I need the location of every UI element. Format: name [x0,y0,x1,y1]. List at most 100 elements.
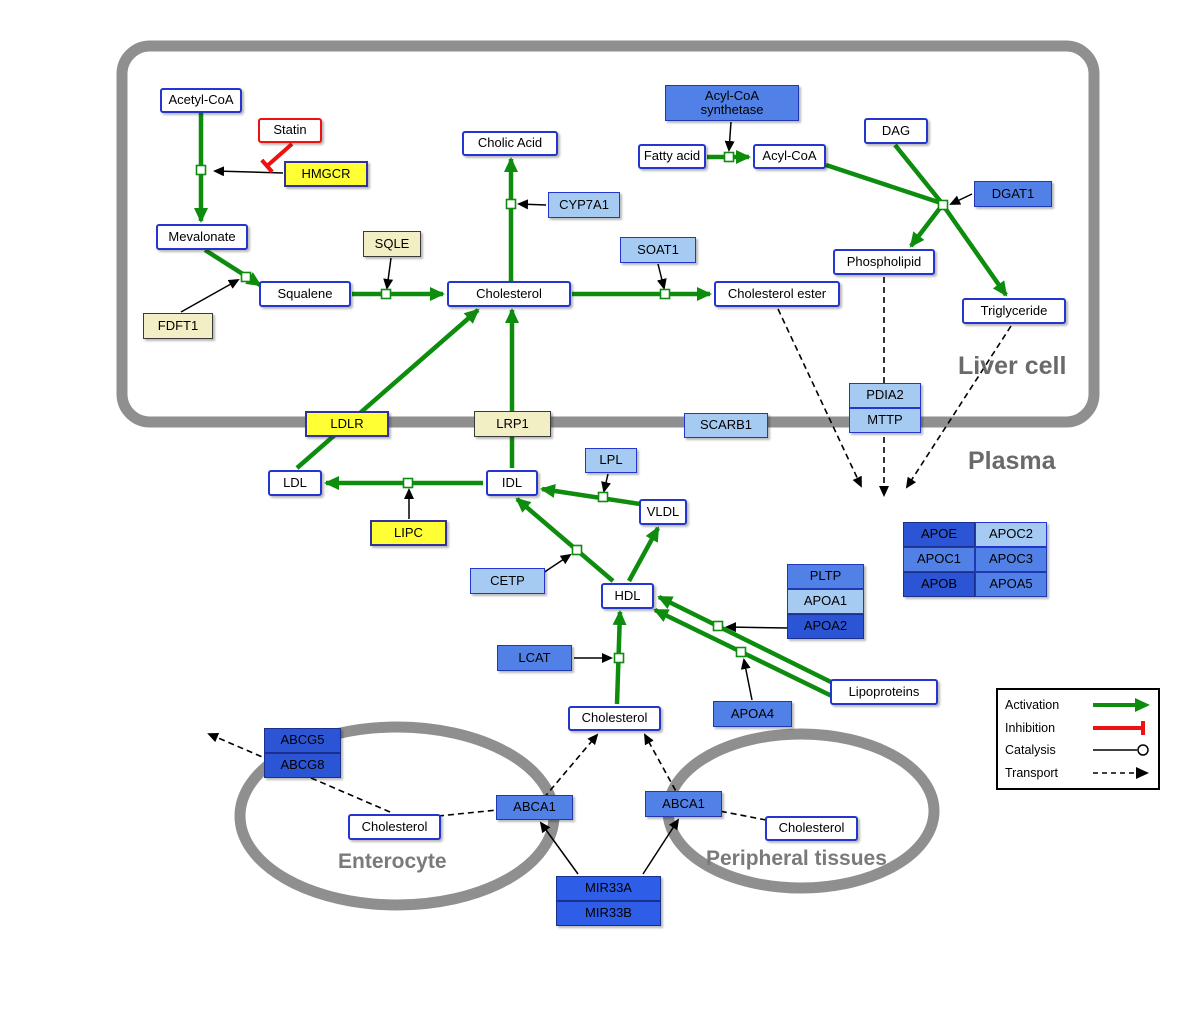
node-apoa5[interactable]: APOA5 [975,572,1047,597]
node-apob[interactable]: APOB [903,572,975,597]
node-vldl[interactable]: VLDL [639,499,687,525]
node-apoc2[interactable]: APOC2 [975,522,1047,547]
node-cholesterol-peripheral[interactable]: Cholesterol [765,816,858,841]
node-cholic-acid[interactable]: Cholic Acid [462,131,558,156]
node-cyp7a1[interactable]: CYP7A1 [548,192,620,218]
liver-cell-membrane [116,40,1100,428]
reaction-square [402,477,414,489]
node-acyl-coa[interactable]: Acyl-CoA [753,144,826,169]
edge-soat1-catalysis [656,263,667,290]
edge-acylcoa-synthetase-catalysis [724,121,735,152]
node-triglyceride[interactable]: Triglyceride [962,298,1066,324]
node-acyl-coa-synthetase[interactable]: Acyl-CoA synthetase [665,85,799,121]
node-hmgcr[interactable]: HMGCR [284,161,368,187]
edge-apoa-group-catalysis [725,622,790,633]
node-fatty-acid[interactable]: Fatty acid [638,144,706,169]
node-dgat1[interactable]: DGAT1 [974,181,1052,207]
node-cholesterol-liver[interactable]: Cholesterol [447,281,571,307]
node-abca1-enterocyte[interactable]: ABCA1 [496,795,573,820]
legend-row-activation: Activation [1005,697,1151,713]
legend-row-transport: Transport [1005,765,1151,781]
node-lpl[interactable]: LPL [585,448,637,473]
edge-enterocyte-abcg58-export [207,732,391,813]
reaction-square [505,198,517,210]
legend-catalysis-label: Catalysis [1005,743,1056,758]
reaction-square [613,652,625,664]
reaction-square [571,544,583,556]
edge-sqle-catalysis [383,257,394,290]
reaction-square [380,288,392,300]
edge-dgatreaction-phospholipid [909,206,942,248]
reaction-square [735,646,747,658]
edge-vldl-idl [540,484,641,507]
edge-lpl-catalysis [601,473,611,493]
edge-statin-hmgcr-inhibition [260,142,294,174]
edge-mevalonate-squalene [203,248,262,287]
node-mevalonate[interactable]: Mevalonate [156,224,248,250]
node-abca1-peripheral[interactable]: ABCA1 [645,791,722,817]
node-cholesterol-ester[interactable]: Cholesterol ester [714,281,840,307]
legend-activation-label: Activation [1005,698,1060,713]
node-ldlr[interactable]: LDLR [305,411,389,437]
reaction-square [659,288,671,300]
edge-dgatreaction-triglyceride [943,206,1008,297]
node-apoc3[interactable]: APOC3 [975,547,1047,572]
node-idl[interactable]: IDL [486,470,538,496]
reaction-square [195,164,207,176]
edge-acylcoa-dgatreaction [825,162,942,206]
node-apoa1[interactable]: APOA1 [787,589,864,614]
node-statin[interactable]: Statin [258,118,322,143]
edge-fdft1-catalysis [180,279,240,313]
node-fdft1[interactable]: FDFT1 [143,313,213,339]
legend-row-inhibition: Inhibition [1005,720,1151,736]
node-cholesterol-enterocyte[interactable]: Cholesterol [348,814,441,840]
node-pltp[interactable]: PLTP [787,564,864,589]
node-scarb1[interactable]: SCARB1 [684,413,768,438]
node-squalene[interactable]: Squalene [259,281,351,307]
node-ldl[interactable]: LDL [268,470,322,496]
node-apoa4[interactable]: APOA4 [713,701,792,727]
legend-box: Activation Inhibition Catalysis Transpor… [996,688,1160,790]
activation-arrow-icon [1093,698,1150,713]
reaction-square [712,620,724,632]
node-cholesterol-plasma[interactable]: Cholesterol [568,706,661,731]
node-pdia2[interactable]: PDIA2 [849,383,921,408]
edge-cetp-catalysis [539,553,572,576]
node-apoe[interactable]: APOE [903,522,975,547]
node-lipoproteins[interactable]: Lipoproteins [830,679,938,705]
node-abcg5[interactable]: ABCG5 [264,728,341,753]
node-cetp[interactable]: CETP [470,568,545,594]
edge-dgat1-catalysis [949,193,973,205]
node-mir33b[interactable]: MIR33B [556,901,661,926]
node-phospholipid[interactable]: Phospholipid [833,249,935,275]
inhibition-tbar-icon [1093,720,1145,735]
transport-dashed-arrow-icon [1093,766,1149,779]
node-lipc[interactable]: LIPC [370,520,447,546]
edge-mir33-abca1-peripheral [642,818,680,875]
node-lcat[interactable]: LCAT [497,645,572,671]
edge-dag-dgatreaction [893,143,943,204]
node-hdl[interactable]: HDL [601,583,654,609]
node-dag[interactable]: DAG [864,118,928,144]
edge-mir33-abca1-enterocyte [539,821,579,875]
node-apoc1[interactable]: APOC1 [903,547,975,572]
node-lrp1[interactable]: LRP1 [474,411,551,437]
catalysis-circle-icon [1093,744,1149,756]
plasma-label: Plasma [968,447,1056,475]
enterocyte-label: Enterocyte [338,850,447,873]
node-mir33a[interactable]: MIR33A [556,876,661,901]
node-sqle[interactable]: SQLE [363,231,421,257]
node-abcg8[interactable]: ABCG8 [264,753,341,778]
reaction-square [723,151,735,163]
node-acetyl-coa[interactable]: Acetyl-CoA [160,88,242,113]
legend-inhibition-label: Inhibition [1005,720,1056,735]
edge-lipoproteins-hdl-lower [653,607,839,702]
node-apoa2[interactable]: APOA2 [787,614,864,639]
node-soat1[interactable]: SOAT1 [620,237,696,263]
edge-cyp7a1-catalysis [517,199,547,210]
node-mttp[interactable]: MTTP [849,408,921,433]
reaction-square [937,199,949,211]
